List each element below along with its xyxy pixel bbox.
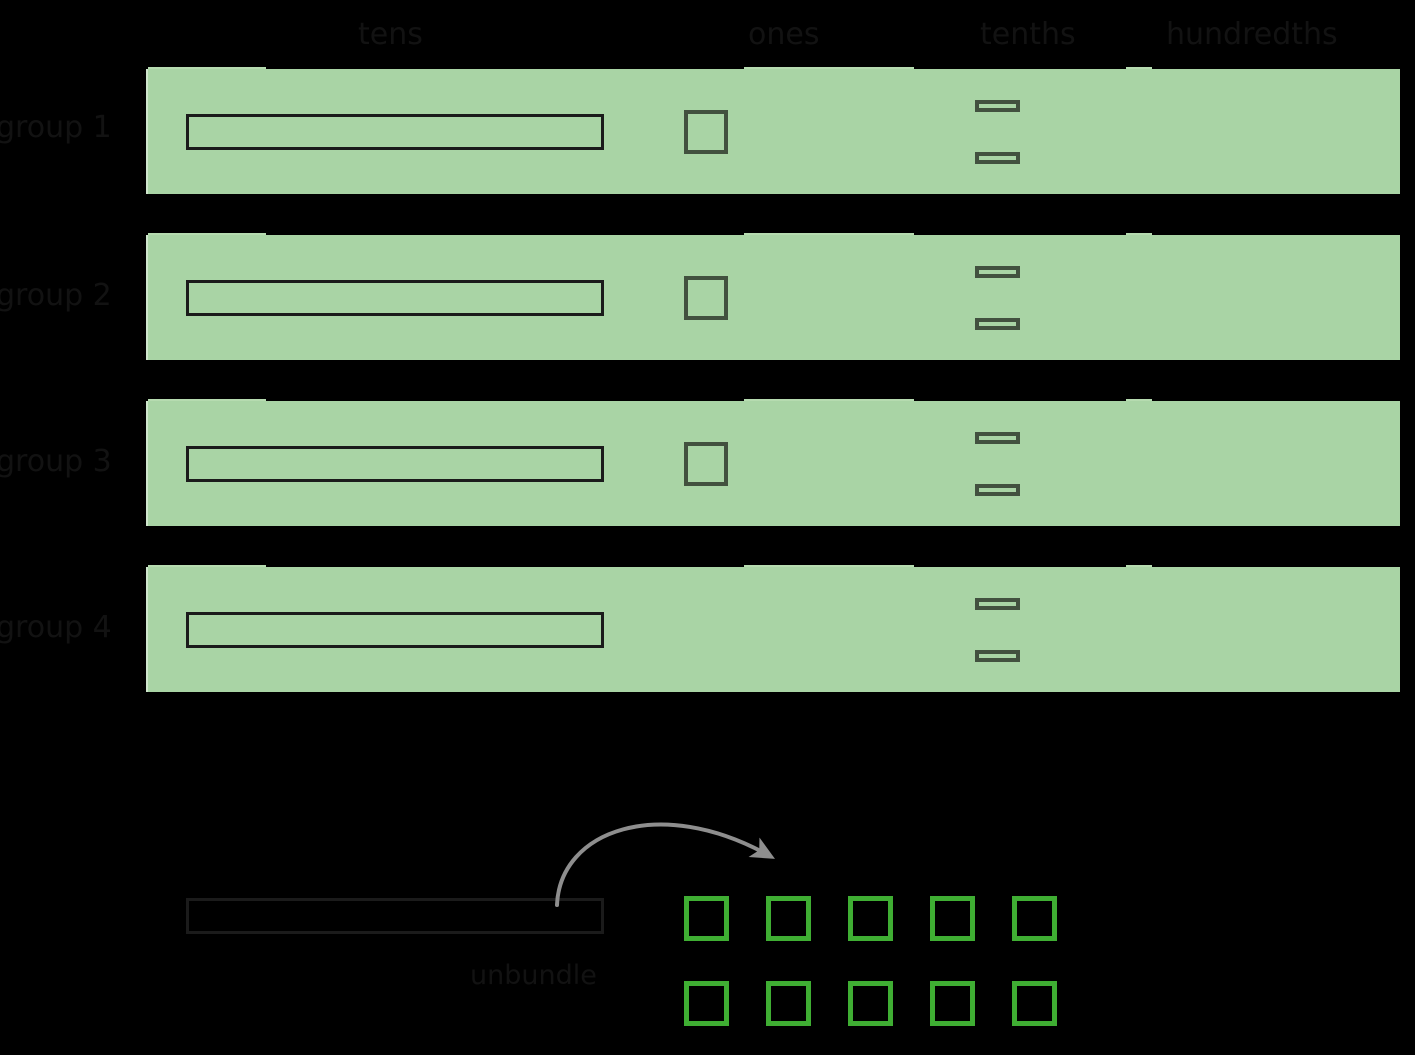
group-label-4: group 4 xyxy=(0,610,112,645)
panel-left-edge xyxy=(146,401,148,526)
ones-cube[interactable] xyxy=(684,109,728,154)
ones-cube[interactable] xyxy=(684,275,728,320)
tenths-bar[interactable] xyxy=(975,431,1020,444)
unbundled-unit-cube[interactable] xyxy=(930,981,975,1026)
column-tick xyxy=(744,67,914,69)
unbundled-unit-cube[interactable] xyxy=(848,896,893,941)
column-tick xyxy=(148,565,266,567)
tenths-bar[interactable] xyxy=(975,317,1020,330)
group-panel-4[interactable] xyxy=(148,567,1400,692)
tenths-bar[interactable] xyxy=(975,151,1020,164)
unbundle-arrow-icon xyxy=(555,822,775,907)
tenths-bar[interactable] xyxy=(975,649,1020,662)
column-tick xyxy=(1126,233,1152,235)
unbundled-unit-cube[interactable] xyxy=(684,896,729,941)
tens-rod[interactable] xyxy=(186,113,604,150)
panel-left-edge xyxy=(146,567,148,692)
group-panel-3[interactable] xyxy=(148,401,1400,526)
tens-rod[interactable] xyxy=(186,611,604,648)
column-tick xyxy=(1126,67,1152,69)
column-tick xyxy=(744,399,914,401)
group-panel-1[interactable] xyxy=(148,69,1400,194)
unbundled-unit-cube[interactable] xyxy=(684,981,729,1026)
ones-cube[interactable] xyxy=(684,441,728,486)
column-header-tenths: tenths xyxy=(980,17,1076,52)
panel-left-edge xyxy=(146,235,148,360)
column-tick xyxy=(148,399,266,401)
column-header-ones: ones xyxy=(748,17,820,52)
column-tick xyxy=(148,67,266,69)
column-tick xyxy=(744,565,914,567)
unbundled-unit-cube[interactable] xyxy=(766,896,811,941)
group-label-3: group 3 xyxy=(0,444,112,479)
unbundled-unit-cube[interactable] xyxy=(1012,981,1057,1026)
column-tick xyxy=(744,233,914,235)
column-tick xyxy=(148,233,266,235)
unbundled-unit-cube[interactable] xyxy=(848,981,893,1026)
tenths-bar[interactable] xyxy=(975,265,1020,278)
unbundled-unit-cube[interactable] xyxy=(766,981,811,1026)
group-label-2: group 2 xyxy=(0,278,112,313)
column-tick xyxy=(1126,399,1152,401)
tens-rod[interactable] xyxy=(186,279,604,316)
unbundle-label: unbundle xyxy=(470,960,597,991)
column-tick xyxy=(1126,565,1152,567)
unbundled-unit-cube[interactable] xyxy=(1012,896,1057,941)
panel-left-edge xyxy=(146,69,148,194)
tenths-bar[interactable] xyxy=(975,597,1020,610)
group-panel-2[interactable] xyxy=(148,235,1400,360)
unbundled-unit-cube[interactable] xyxy=(930,896,975,941)
tens-rod[interactable] xyxy=(186,445,604,482)
group-label-1: group 1 xyxy=(0,110,112,145)
tenths-bar[interactable] xyxy=(975,99,1020,112)
column-header-tens: tens xyxy=(358,17,423,52)
tenths-bar[interactable] xyxy=(975,483,1020,496)
unbundle-source-rod[interactable] xyxy=(186,898,604,934)
column-header-hundredths: hundredths xyxy=(1166,17,1338,52)
